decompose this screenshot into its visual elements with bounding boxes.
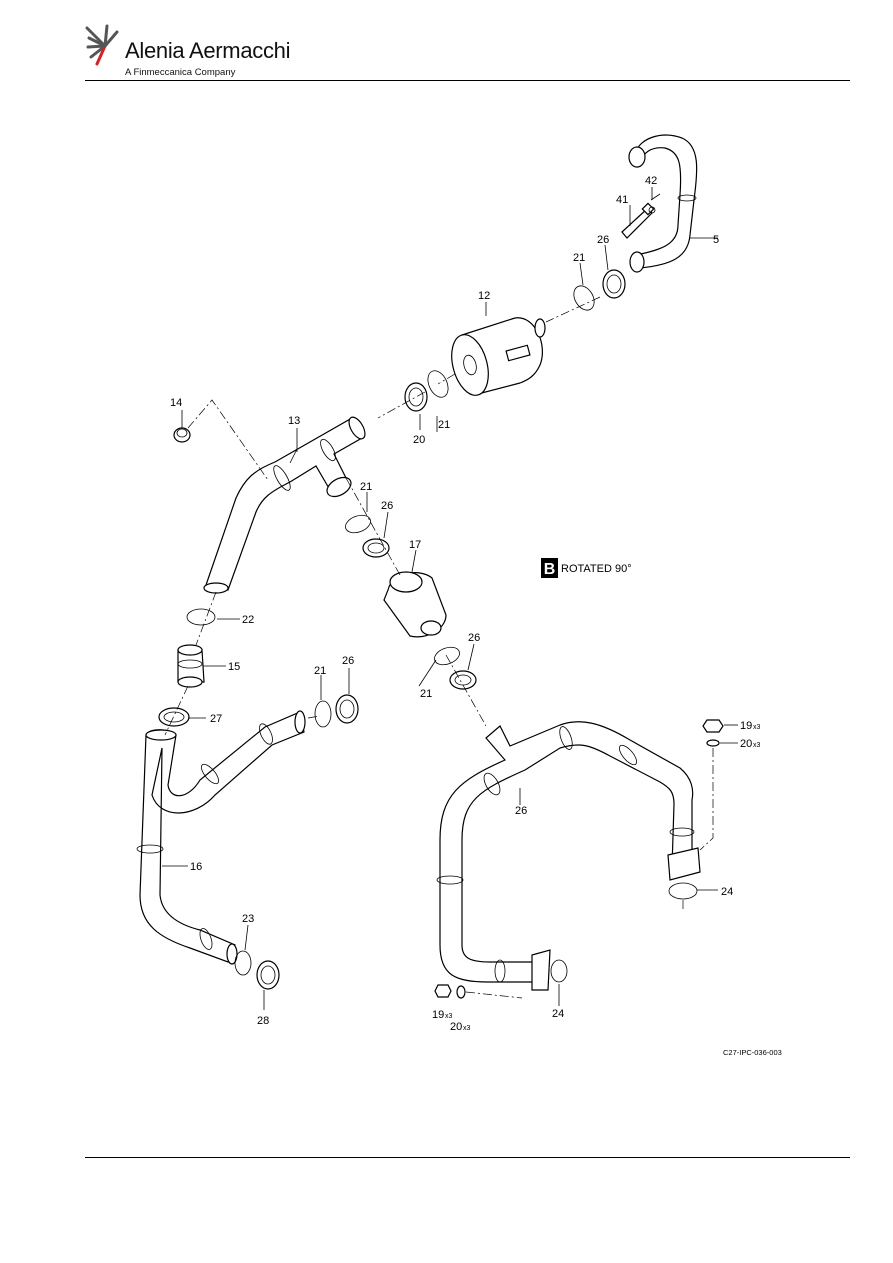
o-ring-21b xyxy=(427,370,449,398)
callout-24b: 24 xyxy=(552,1008,564,1020)
callout-21e: 21 xyxy=(314,665,326,677)
duct-part-16 xyxy=(136,710,306,965)
callout-19-top: 19 x3 xyxy=(740,720,761,732)
valve-part-17 xyxy=(383,571,447,638)
callout-41: 41 xyxy=(616,194,628,206)
callout-26b: 26 xyxy=(381,500,393,512)
page-header: Alenia Aermacchi A Finmeccanica Company xyxy=(85,18,850,80)
clamp-26d xyxy=(335,694,359,724)
callout-21d: 21 xyxy=(420,688,432,700)
manifold-duct xyxy=(436,721,701,991)
brand-subtitle: A Finmeccanica Company xyxy=(125,67,236,78)
duct-part-5 xyxy=(628,134,718,273)
callout-20-top: 20 x3 xyxy=(740,738,761,750)
coupling-part-15 xyxy=(177,644,205,688)
callout-19a: 19 xyxy=(740,720,752,732)
o-ring-24b xyxy=(550,959,568,983)
leader-lines xyxy=(162,187,738,1010)
callout-26a: 26 xyxy=(597,234,609,246)
callout-5: 5 xyxy=(713,234,719,246)
o-ring-21d xyxy=(434,646,460,666)
o-ring-22 xyxy=(186,608,216,626)
header-rule xyxy=(85,80,850,81)
callout-13: 13 xyxy=(288,415,300,427)
callout-26e: 26 xyxy=(515,805,527,817)
callout-19-bottom: 19 x3 xyxy=(432,1009,453,1021)
qty-20b: x3 xyxy=(753,742,761,749)
view-label-b: B ROTATED 90° xyxy=(541,558,632,578)
o-ring-21c xyxy=(345,514,371,534)
callout-22: 22 xyxy=(242,614,254,626)
callout-17: 17 xyxy=(409,539,421,551)
o-ring-21a xyxy=(573,285,595,311)
callout-23: 23 xyxy=(242,913,254,925)
callout-21b: 21 xyxy=(438,419,450,431)
callout-26c: 26 xyxy=(468,632,480,644)
figure-id: C27-IPC-036-003 xyxy=(723,1048,782,1057)
callout-24a: 24 xyxy=(721,886,733,898)
callout-21c: 21 xyxy=(360,481,372,493)
clamp-20 xyxy=(404,382,428,412)
callout-26d: 26 xyxy=(342,655,354,667)
callout-20-bottom: 20 x3 xyxy=(450,1021,471,1033)
clamp-26c xyxy=(449,670,477,690)
washer-20a xyxy=(706,739,720,747)
o-ring-23 xyxy=(234,950,252,976)
o-ring-24a xyxy=(668,882,698,900)
clamp-27 xyxy=(158,707,190,727)
callout-12: 12 xyxy=(478,290,490,302)
qty-20c: x3 xyxy=(463,1025,471,1032)
nut-19b xyxy=(434,984,452,998)
callout-20b: 20 xyxy=(740,738,752,750)
callout-16: 16 xyxy=(190,861,202,873)
view-rotation-label: ROTATED 90° xyxy=(561,563,632,575)
washer-20b xyxy=(456,985,466,999)
qty-19a: x3 xyxy=(753,724,761,731)
nut-19a xyxy=(702,719,724,733)
tee-duct-part-13 xyxy=(203,416,366,594)
unit-part-12 xyxy=(451,317,546,396)
view-letter: B xyxy=(544,561,556,578)
connector-41-42 xyxy=(621,193,661,239)
clamp-28 xyxy=(256,960,280,990)
callout-21a: 21 xyxy=(573,252,585,264)
qty-19b: x3 xyxy=(445,1013,453,1020)
callout-20a: 20 xyxy=(413,434,425,446)
o-ring-21e xyxy=(314,700,332,728)
assembly-lines xyxy=(164,296,714,999)
brand-name: Alenia Aermacchi xyxy=(125,38,291,63)
footer-rule xyxy=(85,1157,850,1158)
cap-part-14 xyxy=(173,427,191,443)
callout-19b: 19 xyxy=(432,1009,444,1021)
callout-42: 42 xyxy=(645,175,657,187)
clamp-26a xyxy=(602,269,626,299)
callout-27: 27 xyxy=(210,713,222,725)
callout-14: 14 xyxy=(170,397,182,409)
callout-28: 28 xyxy=(257,1015,269,1027)
alenia-logo-icon xyxy=(85,24,119,66)
callout-20c: 20 xyxy=(450,1021,462,1033)
callout-15: 15 xyxy=(228,661,240,673)
